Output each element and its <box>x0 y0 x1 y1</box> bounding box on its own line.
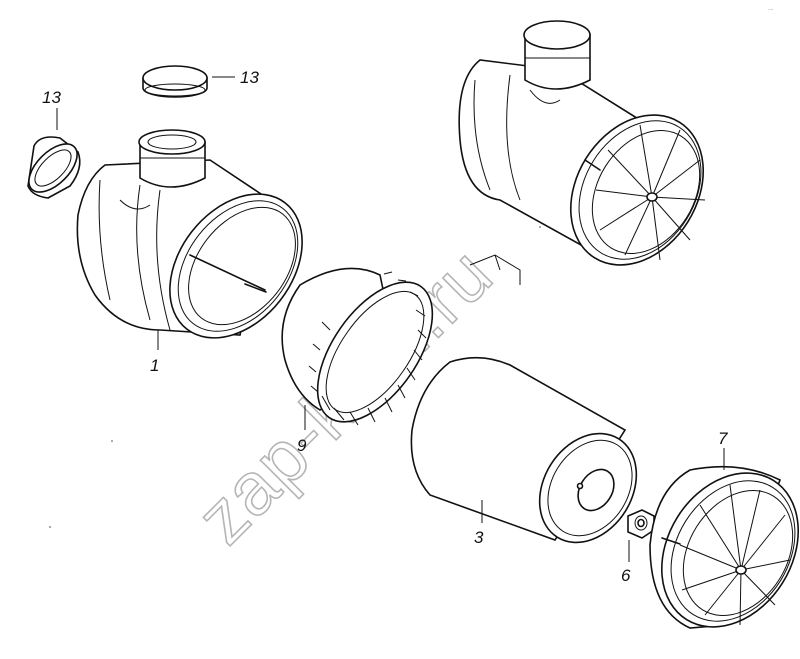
label-13-top: 13 <box>240 68 259 87</box>
part-13-cap <box>142 65 208 98</box>
part-1-housing <box>76 129 303 339</box>
label-7: 7 <box>718 429 728 448</box>
label-9: 9 <box>297 436 307 455</box>
label-6: 6 <box>621 566 631 585</box>
corner-mark: .... <box>768 6 774 12</box>
assembled-air-filter <box>458 20 706 266</box>
part-3-filter-element <box>410 356 638 544</box>
part-13-ring <box>27 136 81 199</box>
part-9-precleaner <box>281 267 434 426</box>
cutaway-marker <box>469 254 521 285</box>
part-7-cover <box>649 465 800 629</box>
part-6-nut <box>627 509 655 539</box>
label-3: 3 <box>474 528 484 547</box>
scan-specks <box>49 226 541 528</box>
label-13-left: 13 <box>42 88 61 107</box>
label-1: 1 <box>150 356 159 375</box>
